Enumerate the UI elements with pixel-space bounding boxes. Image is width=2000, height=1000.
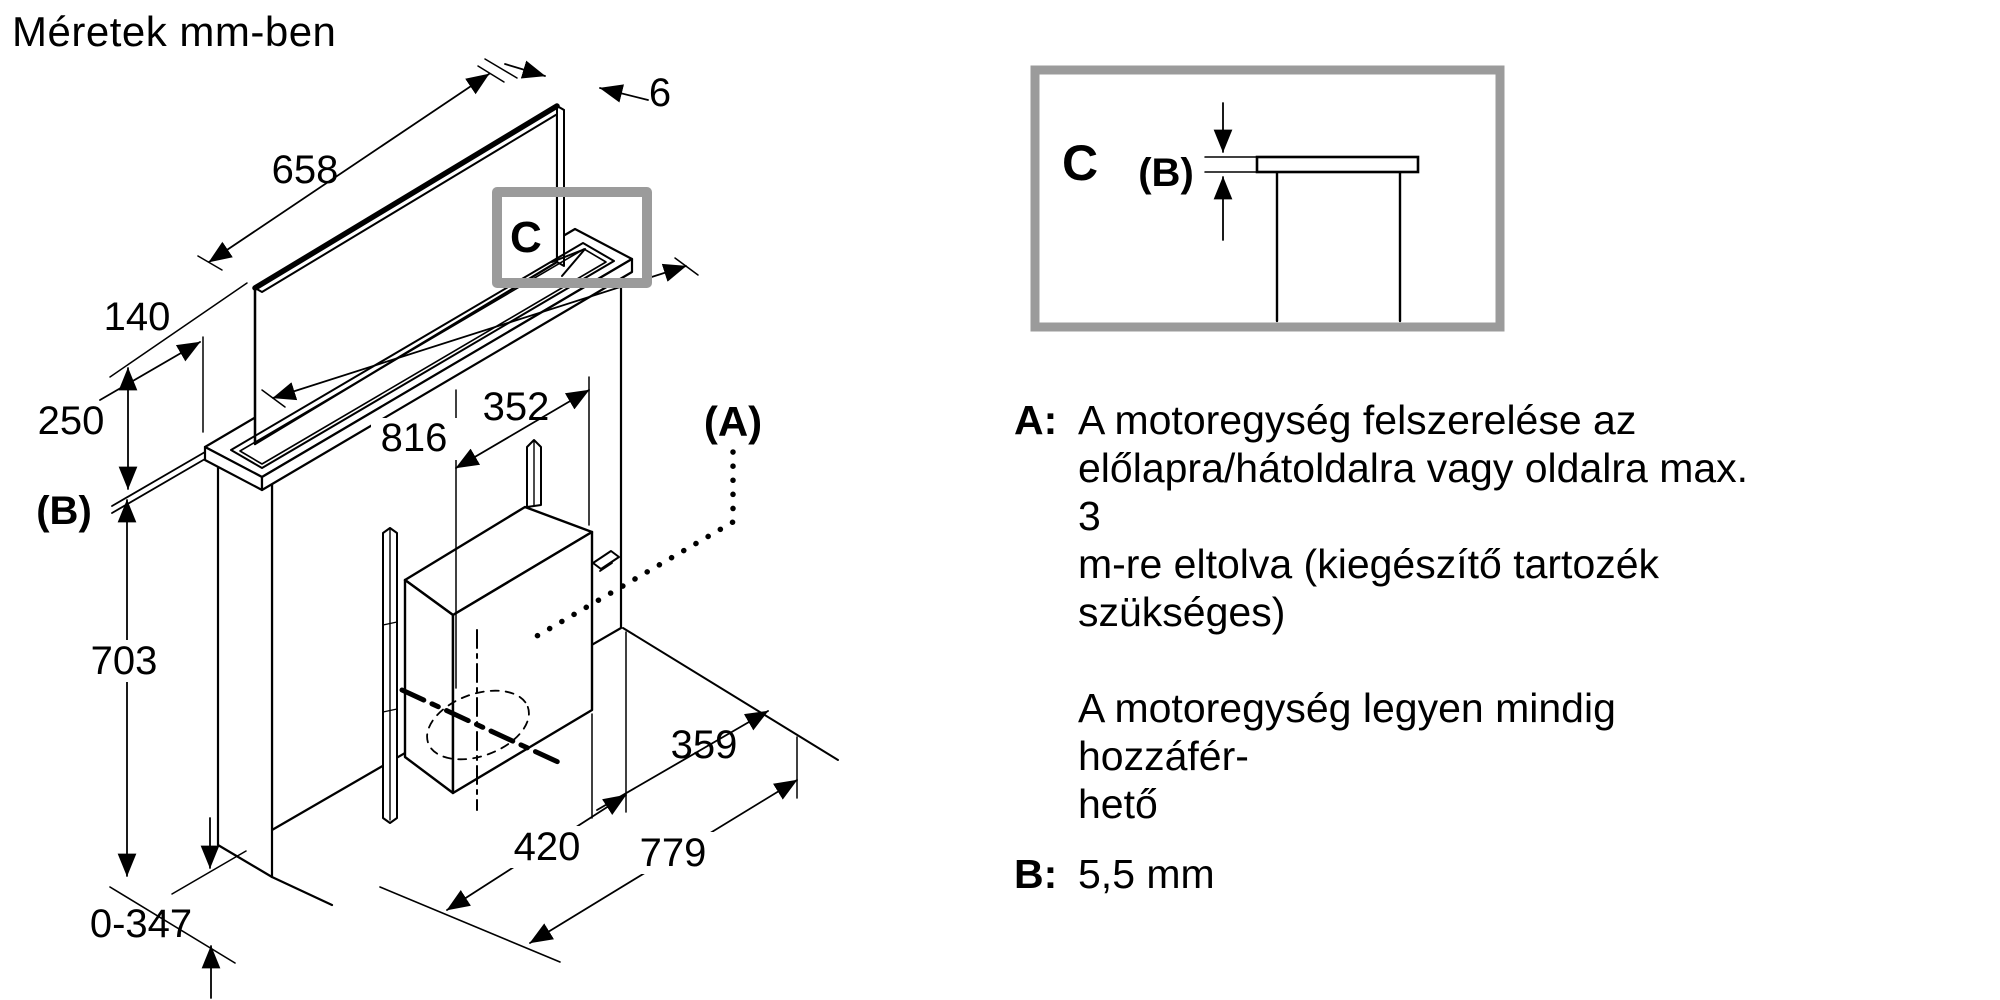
dim-658 <box>197 73 490 271</box>
dim-6-label: 6 <box>649 71 671 115</box>
detail-plate-bar <box>1255 155 1420 174</box>
mounting-rail-rear <box>526 439 542 508</box>
dim-a-label: (A) <box>704 398 762 445</box>
note-a-line: m-re eltolva (kiegészítő tartozék <box>1078 541 1660 587</box>
notes-block: A: A motoregység felszerelése az előlapr… <box>1014 396 1754 898</box>
dim-352-label: 352 <box>483 385 550 429</box>
duct-hole-dashed <box>426 689 530 761</box>
motor-unit <box>399 505 620 811</box>
dim-658-label: 658 <box>272 148 339 192</box>
dim-b-label: (B) <box>36 489 92 533</box>
mounting-rail-front <box>382 527 398 824</box>
detail-box-c: C (B) <box>1030 65 1505 332</box>
dim-779-label: 779 <box>640 831 707 875</box>
detail-c-marker-label: C <box>510 213 542 262</box>
dim-420-label: 420 <box>514 825 581 869</box>
dimension-labels: 658 6 140 250 (B) 703 0-347 816 352 (A) … <box>36 71 762 946</box>
note-a-line: előlapra/hátoldalra vagy oldalra max. 3 <box>1078 445 1749 539</box>
dim-250-label: 250 <box>38 399 105 443</box>
dim-0347-label: 0-347 <box>90 902 192 946</box>
page-title: Méretek mm-ben <box>12 8 337 55</box>
note-b-value: 5,5 mm <box>1078 851 1215 897</box>
dim-140 <box>99 336 204 433</box>
detail-box-b-label: (B) <box>1138 151 1194 195</box>
note-a: A: A motoregység felszerelése az előlapr… <box>1014 396 1754 828</box>
note-a-line: A motoregység legyen mindig hozzáfér- <box>1078 685 1616 779</box>
dim-816-label: 816 <box>381 416 448 460</box>
dim-6 <box>477 58 649 103</box>
detail-box-c-label: C <box>1062 135 1098 191</box>
dim-250 <box>109 282 248 490</box>
leader-a-dotted <box>527 449 736 643</box>
dim-703-label: 703 <box>91 639 158 683</box>
dim-b-gap <box>111 451 206 514</box>
centerline-diagonal <box>399 687 561 765</box>
dim-359-label: 359 <box>671 723 738 767</box>
note-a-line: hető <box>1078 781 1158 827</box>
dim-0-347 <box>171 817 247 999</box>
dim-140-label: 140 <box>104 295 171 339</box>
note-b-key: B: <box>1014 851 1058 897</box>
note-a-line: A motoregység felszerelése az <box>1078 397 1637 443</box>
note-a-key: A: <box>1014 397 1058 443</box>
note-b: B: 5,5 mm <box>1014 850 1754 898</box>
detail-c-marker <box>492 187 652 288</box>
motor-connector <box>592 550 620 570</box>
note-a-line: szükséges) <box>1078 589 1286 635</box>
